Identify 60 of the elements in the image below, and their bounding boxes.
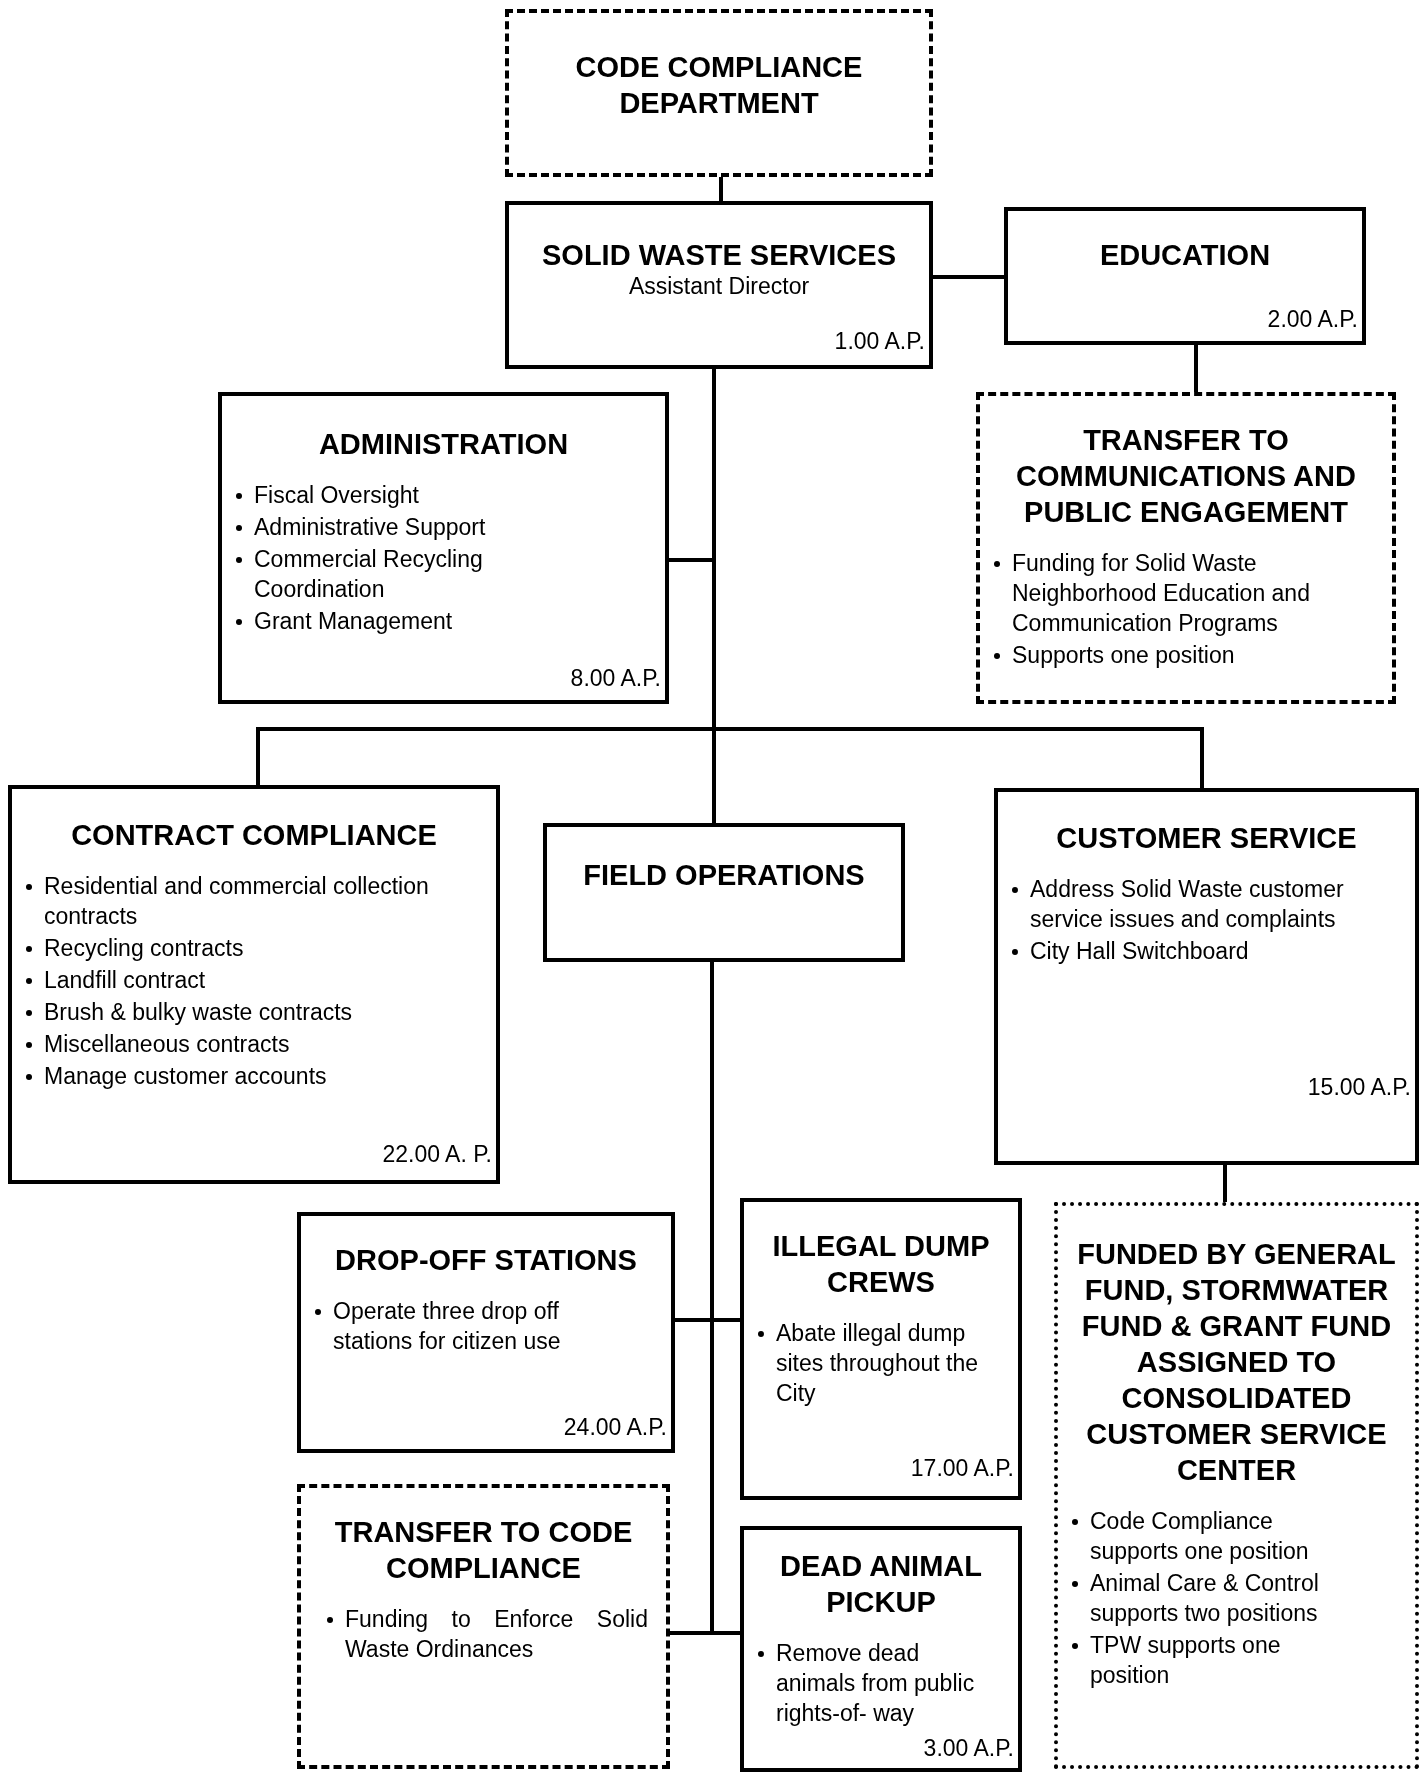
department-box: [505, 9, 933, 177]
unit-box: [1004, 207, 1366, 345]
bullet-item: Animal Care & Control supports two positions: [1090, 1569, 1320, 1628]
bullet-item: Supports one position: [1012, 641, 1236, 670]
box-heading: CONTRACT COMPLIANCE: [70, 818, 438, 853]
unit-box: [740, 1526, 1022, 1772]
bullet-item: Recycling contracts: [44, 934, 245, 963]
box-heading: SOLID WASTE SERVICES: [541, 238, 897, 273]
transfer-box: [976, 392, 1396, 704]
staff-count: 17.00 A.P.: [910, 1454, 1014, 1482]
box-subtitle: Assistant Director: [627, 273, 811, 299]
staff-count: 1.00 A.P.: [834, 327, 925, 355]
bullet-item: City Hall Switchboard: [1030, 937, 1250, 966]
staff-count: 8.00 A.P.: [570, 664, 661, 692]
bullet-item: Funding for Solid Waste Neighborhood Education and Communication Programs: [1012, 549, 1311, 638]
unit-box: [740, 1198, 1022, 1500]
box-heading: TRANSFER TO COMMUNICATIONS AND PUBLIC ENGAGEMENT: [1015, 423, 1357, 530]
bullet-item: Grant Management: [254, 607, 454, 636]
staff-count: 3.00 A.P.: [923, 1734, 1014, 1762]
bullet-item: Landfill contract: [44, 966, 207, 995]
box-heading: DROP-OFF STATIONS: [334, 1243, 638, 1278]
bullet-item: Fiscal Oversight: [254, 481, 420, 510]
box-heading: ADMINISTRATION: [317, 427, 570, 462]
bullet-item: Code Compliance supports one position: [1090, 1507, 1310, 1566]
box-heading: DEAD ANIMAL PICKUP: [779, 1549, 983, 1620]
box-heading: ILLEGAL DUMP CREWS: [771, 1229, 991, 1300]
unit-box: [8, 785, 500, 1184]
unit-box: [218, 392, 669, 704]
bullet-item: Address Solid Waste customer service issues and complaints: [1030, 875, 1345, 934]
staff-count: 15.00 A.P.: [1307, 1073, 1411, 1101]
funding-box: [1054, 1202, 1419, 1769]
connector-line: [933, 275, 1004, 279]
bullet-item: Manage customer accounts: [44, 1062, 328, 1091]
bullet-item: Miscellaneous contracts: [44, 1030, 291, 1059]
box-heading: FIELD OPERATIONS: [582, 858, 866, 893]
bullet-item: Brush & bulky waste contracts: [44, 998, 354, 1027]
transfer-box: [297, 1484, 670, 1769]
unit-box: [297, 1212, 675, 1453]
staff-count: 2.00 A.P.: [1267, 305, 1358, 333]
unit-box: [994, 788, 1419, 1165]
unit-box: [543, 823, 905, 962]
box-heading: CODE COMPLIANCE DEPARTMENT: [574, 50, 864, 121]
box-heading: EDUCATION: [1098, 238, 1272, 273]
staff-count: 24.00 A.P.: [563, 1413, 667, 1441]
bullet-item: Remove dead animals from public rights-of- way: [776, 1639, 976, 1728]
bullet-item: Administrative Support: [254, 513, 487, 542]
bullet-item: TPW supports one position: [1090, 1631, 1282, 1690]
bullet-item: Residential and commercial collection contracts: [44, 872, 430, 931]
staff-count: 22.00 A. P.: [382, 1140, 492, 1168]
bullet-item: Operate three drop off stations for citizen use: [333, 1297, 562, 1356]
connector-line: [1223, 1165, 1227, 1202]
box-heading: CUSTOMER SERVICE: [1055, 821, 1358, 856]
connector-line: [1194, 345, 1198, 392]
bullet-item: Funding to Enforce Solid Waste Ordinances: [345, 1605, 648, 1664]
division-box: [505, 201, 933, 369]
connector-line: [719, 177, 723, 201]
bullet-item: Abate illegal dump sites throughout the City: [776, 1319, 980, 1408]
box-heading: FUNDED BY GENERAL FUND, STORMWATER FUND & GRANT FUND ASSIGNED TO CONSOLIDATED CUSTOMER SERVICE CENTER: [1076, 1237, 1397, 1488]
box-heading: TRANSFER TO CODE COMPLIANCE: [333, 1515, 634, 1586]
bullet-item: Commercial Recycling Coordination: [254, 545, 484, 604]
